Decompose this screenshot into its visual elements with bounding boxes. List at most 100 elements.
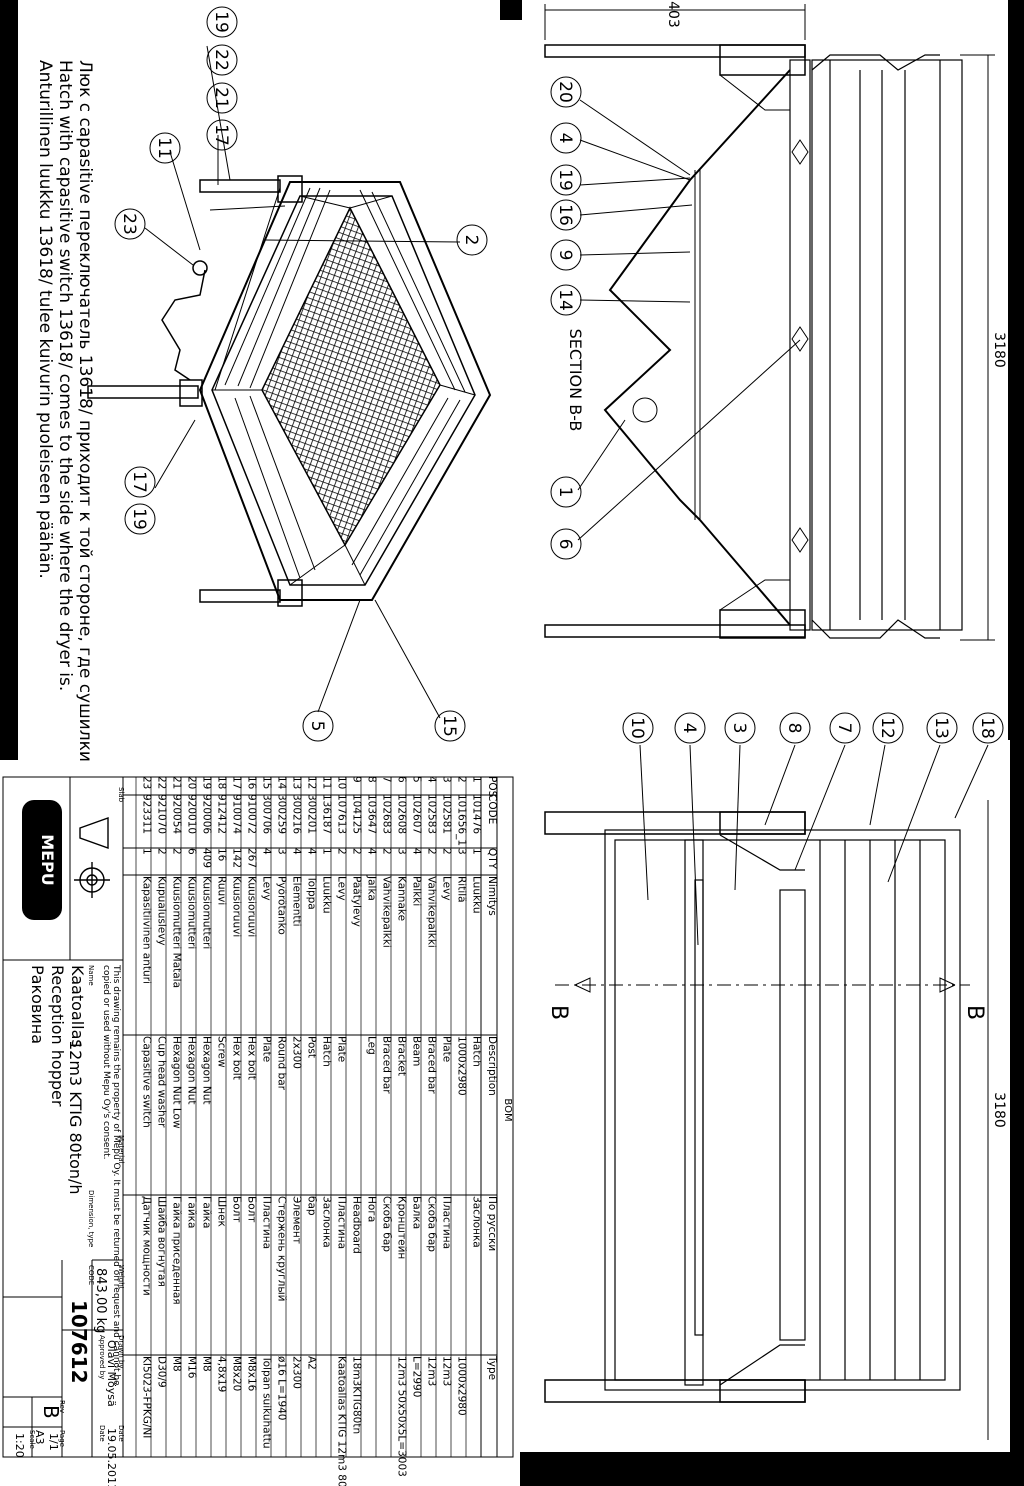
plan-view: 3180 B B	[544, 744, 1007, 1440]
scan-border-top-left	[0, 0, 18, 760]
iso-balloons: 19 22 21 17 11 23 2 17 19 5 15	[114, 6, 488, 742]
bom-cell-code: 103647	[366, 794, 378, 834]
bom-cell-qty: 2	[351, 848, 363, 855]
bom-cell-qty: 1	[141, 848, 153, 855]
section-letter-left: B	[546, 1005, 571, 1020]
balloon-23: 23	[119, 213, 139, 235]
bom-header-pos: POS	[486, 776, 498, 798]
bom-cell-code: 300259	[276, 794, 288, 834]
bom-cell-code: 136187	[321, 794, 333, 834]
bom-cell-pos: 18	[216, 776, 228, 789]
bom-cell-type: M8	[171, 1356, 183, 1372]
bom-cell-code: 920010	[186, 794, 198, 834]
bom-cell-pos: 13	[291, 776, 303, 789]
bom-cell-nimitys: Luukku	[321, 876, 333, 913]
balloon-2: 2	[461, 235, 481, 246]
balloon-18: 18	[977, 717, 997, 739]
section-letter-right: B	[962, 1005, 987, 1020]
weight-value: 843,00 kg	[93, 1268, 108, 1333]
bom-cell-pos: 4	[426, 776, 438, 783]
balloon-22: 22	[211, 49, 231, 71]
bom-cell-nimitys: Elementti	[291, 876, 303, 927]
bom-cell-qty: 267	[246, 848, 258, 868]
bom-cell-description: Capasitive switch	[141, 1036, 153, 1128]
projection-symbol	[74, 817, 110, 898]
weight-label: Weight	[117, 1265, 125, 1290]
bom-cell-code: 910074	[231, 794, 243, 834]
balloon-16: 16	[555, 204, 575, 226]
name-ru: Раковина	[28, 965, 47, 1044]
bom-cell-nimitys: Jalka	[366, 875, 378, 901]
bom-header-description: Description	[486, 1036, 498, 1096]
bom-cell-qty: 3	[276, 848, 288, 855]
bom-cell-qty: 6	[186, 848, 198, 855]
bom-cell-description: Hex bolt	[246, 1036, 258, 1080]
bom-cell-type: M8x16	[246, 1356, 258, 1392]
isometric-view	[87, 45, 492, 719]
bom-cell-description: Hexagon Nut	[186, 1036, 198, 1105]
bom-cell-russian: бар	[306, 1196, 318, 1216]
bom-cell-code: 102581	[441, 794, 453, 834]
bom-cell-description: 1000x2980	[456, 1036, 468, 1096]
bom-cell-qty: 2	[336, 848, 348, 855]
bom-cell-type: Tolpan suikuhattu	[261, 1355, 273, 1449]
bom-cell-description: Plate	[441, 1036, 453, 1062]
bom-cell-description: Plate	[261, 1036, 273, 1062]
bom-cell-description: Round bar	[276, 1036, 288, 1091]
bom-title: BOM	[502, 1098, 513, 1121]
bom-cell-pos: 6	[396, 776, 408, 783]
bom-cell-russian: Болт	[246, 1196, 258, 1222]
bom-cell-russian: Пластина	[261, 1196, 273, 1249]
bom-cell-code: 923311	[141, 794, 153, 834]
bom-cell-pos: 20	[186, 776, 198, 789]
bom-cell-pos: 8	[366, 776, 378, 783]
bom-cell-nimitys: Tolppa	[306, 875, 318, 910]
bom-cell-type: L=2990	[411, 1356, 423, 1397]
balloon-14: 14	[555, 289, 575, 311]
bom-cell-pos: 23	[141, 776, 153, 789]
bom-cell-nimitys: Kuusioruuvi	[246, 876, 258, 937]
bom-cell-type: 12m3	[426, 1356, 438, 1386]
bom-cell-qty: 3	[396, 848, 408, 855]
bom-cell-russian: Нога	[366, 1196, 378, 1222]
bom-cell-pos: 21	[171, 776, 183, 789]
bom-cell-type: Kaatoallas KTIG 12m3 80t	[336, 1356, 348, 1486]
bom-cell-nimitys: Levy	[336, 876, 348, 901]
bom-cell-nimitys: Kuusiomutteri Matala	[171, 876, 183, 988]
balloon-13: 13	[931, 717, 951, 739]
bom-cell-nimitys: Palkki	[411, 876, 423, 906]
bom-header-russian: По русски	[486, 1196, 498, 1251]
bom-cell-nimitys: Kuusioruuvi	[231, 876, 243, 937]
bom-cell-description: Plate	[336, 1036, 348, 1062]
bom-cell-code: 300706	[261, 794, 273, 834]
balloon-6: 6	[555, 539, 575, 550]
note-en: Hatch with capasitive switch 13618/ come…	[55, 60, 75, 691]
drawn-by-label: Drawn by	[117, 1335, 125, 1369]
balloon-3: 3	[729, 723, 749, 734]
size-value: A3	[33, 1430, 46, 1445]
rev-label: Rev	[58, 1400, 66, 1413]
bom-cell-description: Hexagon Nut Low	[171, 1036, 183, 1129]
grating	[261, 206, 441, 547]
bom-cell-description: Screw	[216, 1036, 228, 1068]
bom-cell-russian: Гайка приседенная	[171, 1196, 183, 1305]
bom-cell-type: ø16 L=1940	[276, 1356, 288, 1421]
bom-cell-qty: 4	[306, 848, 318, 855]
property-note-2: copied or used without Mepu Oy's consent…	[101, 965, 111, 1160]
bom-cell-type: M16	[186, 1356, 198, 1379]
balloon-12: 12	[877, 717, 897, 739]
bom-cell-qty: 1	[321, 848, 333, 855]
bom-cell-description: Bracket	[396, 1036, 408, 1076]
dimension-label: Dimension, type	[87, 1190, 95, 1247]
bom-cell-pos: 16	[246, 776, 258, 790]
bom-cell-code: 101476	[471, 794, 483, 834]
bom-cell-code: 920006	[201, 794, 213, 834]
notes: Anturillinen luukku 13618/ tulee kuivuri…	[35, 60, 95, 762]
balloon-17b: 17	[129, 471, 149, 493]
bom-cell-code: 102683	[381, 794, 393, 834]
bom-cell-qty: 16	[216, 848, 228, 862]
date2-label: Date	[98, 1425, 106, 1442]
balloon-9: 9	[555, 250, 575, 261]
bom-cell-type: 1000x2980	[456, 1356, 468, 1416]
bom-cell-nimitys: Kuusiomutteri	[186, 876, 198, 949]
